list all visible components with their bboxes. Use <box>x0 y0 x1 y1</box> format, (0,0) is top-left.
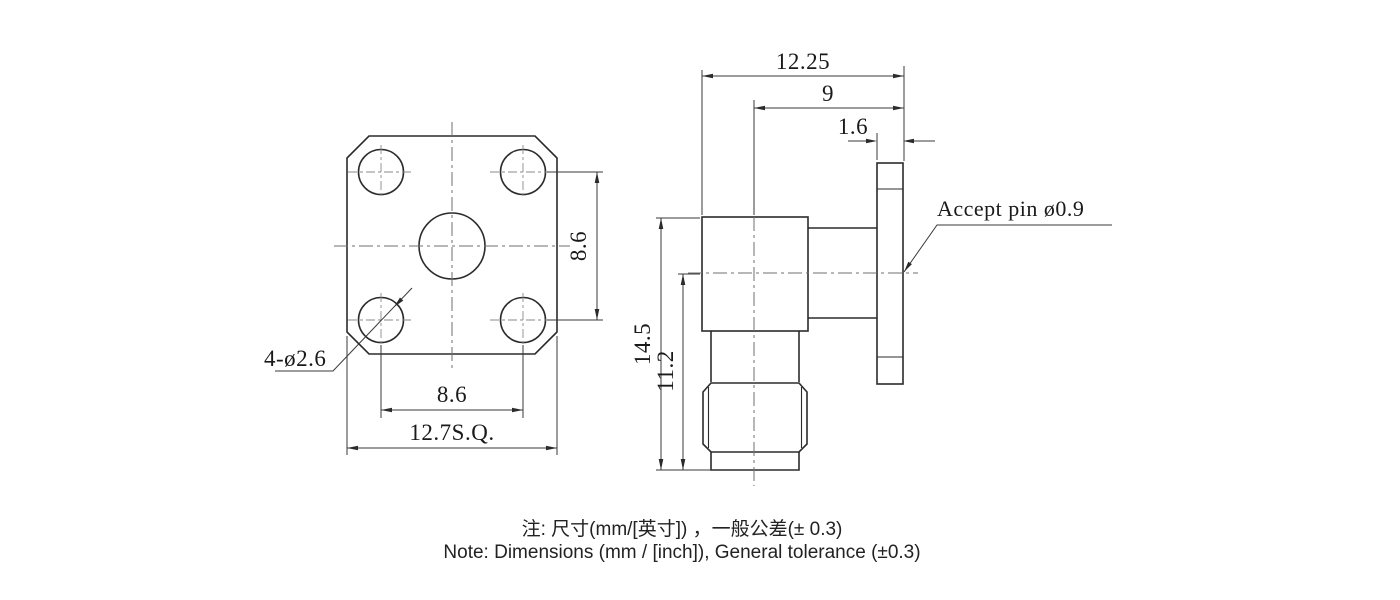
label-accept-pin: Accept pin ø0.9 <box>937 196 1084 221</box>
dim-text-14-5: 14.5 <box>630 323 655 365</box>
dim-text-1-6: 1.6 <box>838 114 868 139</box>
note-line-chinese: 注: 尺寸(mm/[英寸]) ，一般公差(± 0.3) <box>521 519 843 540</box>
dim-text-horizontal-8-6: 8.6 <box>437 382 467 407</box>
side-view: 12.25 9 1.6 14.5 <box>630 49 1112 486</box>
bottom-tail <box>710 452 800 471</box>
dim-text-12-25: 12.25 <box>776 49 830 74</box>
dimension-overall-height: 14.5 <box>630 217 711 471</box>
front-view: 8.6 8.6 12.7S.Q. 4-ø2.6 <box>264 122 603 455</box>
label-mounting-holes: 4-ø2.6 <box>264 346 326 371</box>
dim-text-9: 9 <box>822 81 834 106</box>
dimension-flange-square: 12.7S.Q. <box>346 336 558 455</box>
leader-accept-pin: Accept pin ø0.9 <box>903 196 1112 273</box>
front-flange-outline <box>346 135 558 355</box>
dimension-overall-depth: 12.25 <box>701 49 905 215</box>
dimension-center-to-bottom: 11.2 <box>653 273 700 470</box>
body-block <box>701 216 809 332</box>
dimension-center-to-flange: 9 <box>753 81 904 215</box>
note-line-english: Note: Dimensions (mm / [inch]), General … <box>443 542 921 563</box>
dimension-flange-thickness: 1.6 <box>838 114 935 160</box>
leader-mounting-holes: 4-ø2.6 <box>264 287 413 372</box>
dimension-hole-pitch-horizontal: 8.6 <box>380 345 524 418</box>
dim-text-vertical-8-6: 8.6 <box>566 231 591 261</box>
dim-text-square: 12.7S.Q. <box>409 420 494 445</box>
dimension-hole-pitch-vertical: 8.6 <box>547 171 603 321</box>
dim-text-11-2: 11.2 <box>653 350 678 391</box>
coupling-nut <box>702 382 808 453</box>
drawing-notes: 注: 尺寸(mm/[英寸]) ，一般公差(± 0.3) Note: Dimens… <box>0 518 1364 564</box>
